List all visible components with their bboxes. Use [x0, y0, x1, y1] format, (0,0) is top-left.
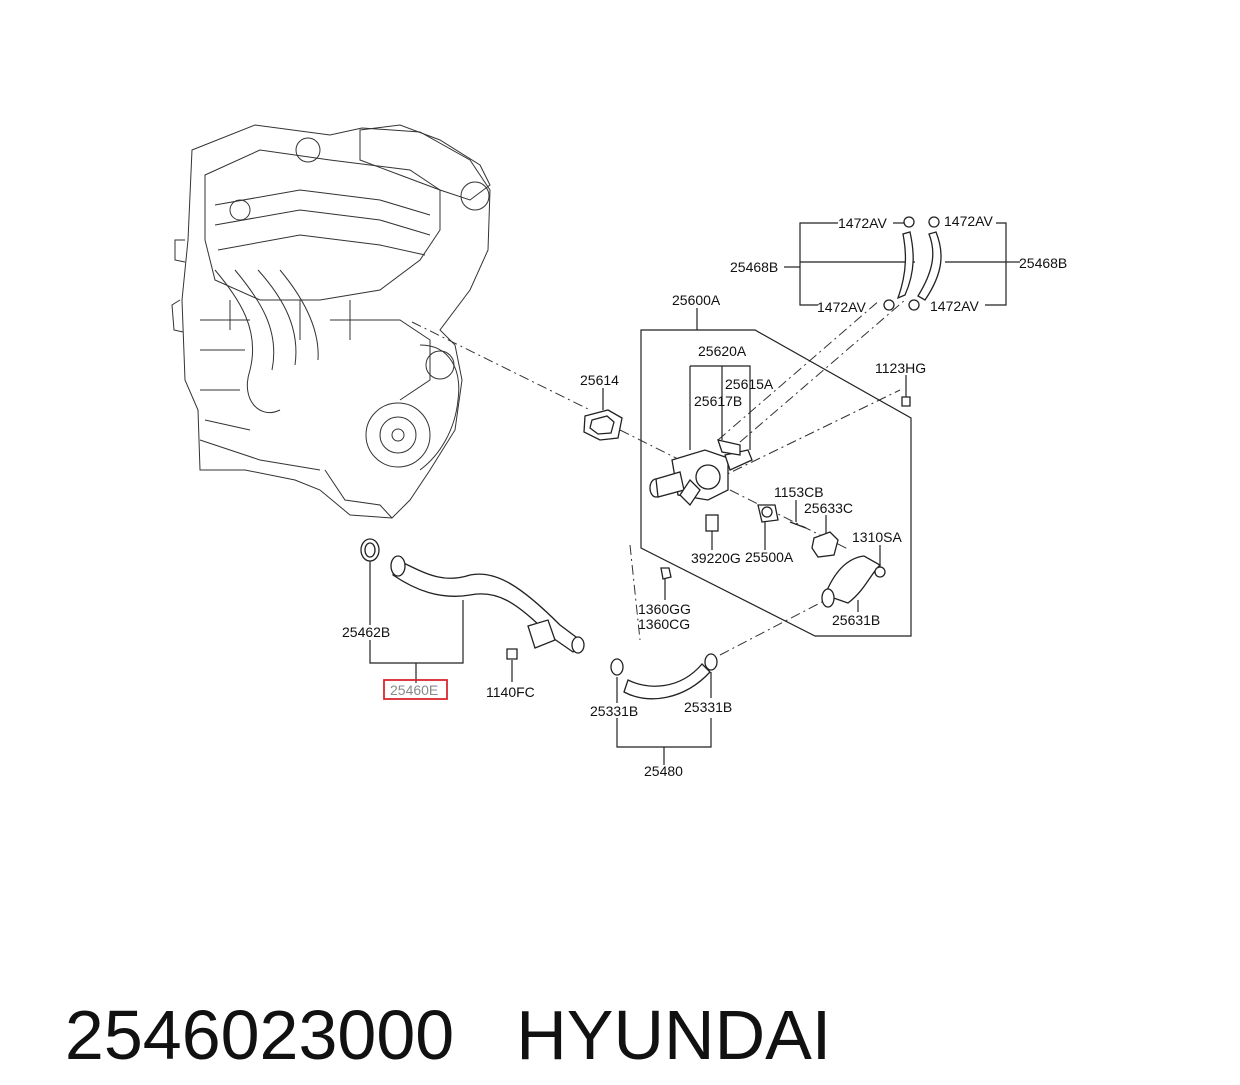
label-1472av-1: 1472AV — [838, 215, 887, 231]
label-1310sa: 1310SA — [852, 529, 902, 545]
assembly-outline — [640, 308, 912, 637]
label-25462b: 25462B — [342, 624, 390, 640]
label-1360gg: 1360GG — [638, 601, 691, 617]
label-25631b: 25631B — [832, 612, 880, 628]
label-1140fc: 1140FC — [486, 684, 535, 700]
label-1472av-4: 1472AV — [930, 298, 979, 314]
label-25620a: 25620A — [698, 343, 747, 359]
label-25617b: 25617B — [694, 393, 742, 409]
label-25331b-right: 25331B — [684, 699, 732, 715]
label-25633c: 25633C — [804, 500, 853, 516]
label-25500a: 25500A — [745, 549, 794, 565]
label-1123hg: 1123HG — [875, 360, 926, 376]
label-25468b-left: 25468B — [730, 259, 778, 275]
part-number: 2546023000 — [64, 996, 455, 1074]
parts-diagram: 1472AV 1472AV 25468B 25468B 1472AV 1472A… — [171, 124, 1067, 779]
label-1472av-2: 1472AV — [944, 213, 993, 229]
label-25600a: 25600A — [672, 292, 721, 308]
label-1153cb: 1153CB — [774, 484, 824, 500]
parts — [360, 216, 942, 700]
label-25460e[interactable]: 25460E — [390, 682, 438, 698]
label-25614: 25614 — [580, 372, 619, 388]
engine-illustration — [171, 124, 491, 519]
label-1360cg: 1360CG — [638, 616, 690, 632]
label-39220g: 39220G — [691, 550, 741, 566]
label-1472av-3: 1472AV — [817, 299, 866, 315]
part-labels: 1472AV 1472AV 25468B 25468B 1472AV 1472A… — [342, 213, 1067, 779]
part-footer: 2546023000 HYUNDAI — [26, 885, 831, 1074]
label-25331b-left: 25331B — [590, 703, 638, 719]
label-25480: 25480 — [644, 763, 683, 779]
label-25468b-right: 25468B — [1019, 255, 1067, 271]
label-25615a: 25615A — [725, 376, 774, 392]
alignment-lines — [411, 299, 906, 656]
leader-lines — [369, 222, 1020, 765]
highlight-box-25460e — [383, 679, 448, 700]
brand-name: HYUNDAI — [516, 996, 832, 1074]
